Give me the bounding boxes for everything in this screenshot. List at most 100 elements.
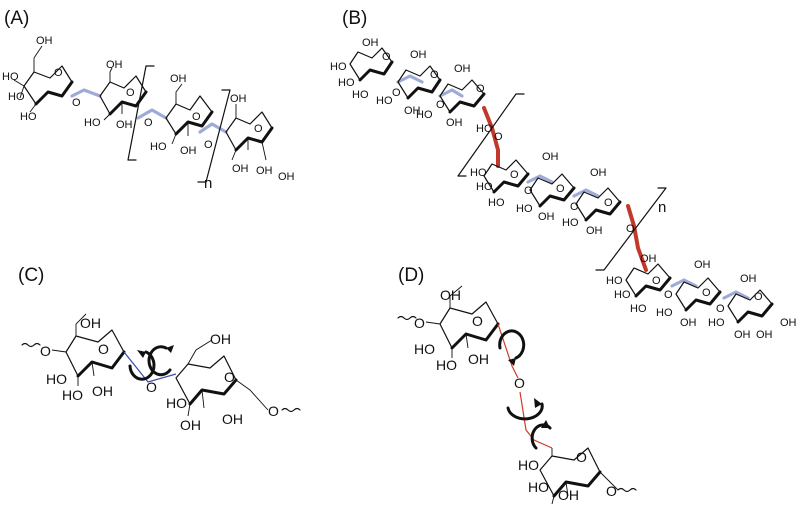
atom-label: O: [144, 117, 153, 129]
atom-label: O: [40, 343, 51, 359]
atom-label: O: [556, 183, 565, 195]
atom-label: HO: [376, 95, 393, 107]
wavy-bond-icon: [281, 407, 301, 413]
sugar-ring: [675, 277, 721, 311]
linkage-highlight-red: [626, 204, 648, 272]
bracket-icon: [197, 89, 231, 183]
repeat-subscript: n: [204, 175, 212, 192]
bracket-icon: [595, 187, 667, 271]
atom-label: O: [702, 287, 711, 299]
atom-label: HO: [166, 395, 187, 411]
atom-label: OH: [410, 49, 427, 61]
atom-label: HO: [488, 197, 505, 209]
atom-label: OH: [734, 329, 751, 341]
atom-label: O: [192, 111, 201, 123]
linkage-highlight: [572, 188, 600, 198]
atom-label: HO: [62, 387, 83, 403]
atom-label: HO: [20, 111, 37, 123]
atom-label: OH: [640, 253, 657, 265]
atom-label: OH: [404, 105, 421, 117]
atom-label: HO: [352, 89, 369, 101]
atom-label: OH: [170, 73, 187, 85]
panel-label-b: (B): [342, 8, 367, 29]
atom-label: HO: [708, 317, 725, 329]
wavy-bond-icon: [617, 487, 637, 493]
linkage-highlight: [722, 290, 750, 300]
atom-label: OH: [180, 145, 197, 157]
atom-label: HO: [8, 91, 25, 103]
atom-label: O: [524, 185, 533, 197]
atom-label: O: [754, 291, 763, 303]
atom-label: OH: [558, 487, 579, 503]
linkage-highlight: [198, 122, 228, 134]
atom-label: O: [664, 289, 673, 301]
atom-label: HO: [562, 217, 579, 229]
linkage-highlight-red: [482, 106, 500, 168]
atom-label: HO: [338, 77, 355, 89]
wavy-bond-icon: [21, 342, 41, 348]
atom-label: HO: [2, 71, 19, 83]
atom-label: HO: [656, 307, 673, 319]
atom-label: OH: [440, 287, 461, 303]
atom-label: O: [254, 123, 263, 135]
rotation-arrow-icon: [506, 402, 544, 421]
atom-label: OH: [180, 417, 201, 433]
panel-d-structure: OH O O HO HO OH O O HO HO OH O: [397, 285, 637, 505]
sugar-ring: [439, 301, 499, 349]
atom-label: O: [54, 67, 63, 79]
atom-label: O: [510, 169, 519, 181]
atom-label: HO: [84, 117, 101, 129]
atom-label: OH: [36, 35, 53, 47]
atom-label: O: [204, 139, 213, 151]
glycosidic-bond: [123, 351, 177, 383]
atom-label: OH: [538, 211, 555, 223]
atom-label: O: [98, 341, 109, 357]
atom-label: HO: [150, 141, 167, 153]
atom-label: O: [268, 403, 279, 419]
sugar-ring: [23, 65, 73, 105]
atom-label: HO: [46, 371, 67, 387]
bracket-icon: [457, 93, 525, 177]
panel-c-structure: OH O HO O HO OH O OH O HO OH OH O: [21, 313, 301, 433]
atom-label: O: [414, 315, 425, 331]
linkage-highlight: [70, 88, 102, 98]
atom-label: HO: [414, 341, 435, 357]
atom-label: OH: [256, 165, 273, 177]
atom-label: OH: [80, 315, 101, 331]
atom-label: O: [430, 69, 439, 81]
atom-label: OH: [780, 317, 797, 329]
atom-label: O: [604, 197, 613, 209]
atom-label: HO: [470, 167, 487, 179]
atom-label: OH: [210, 331, 231, 347]
atom-label: OH: [222, 411, 243, 427]
atom-label: OH: [362, 37, 379, 49]
atom-label: HO: [476, 181, 493, 193]
sugar-ring: [727, 289, 773, 323]
atom-label: O: [626, 223, 635, 235]
atom-label: O: [716, 303, 725, 315]
atom-label: O: [472, 313, 483, 329]
atom-label: O: [146, 379, 157, 395]
atom-label: O: [652, 275, 661, 287]
linkage-highlight: [396, 74, 424, 84]
atom-label: OH: [92, 383, 113, 399]
atom-label: OH: [586, 225, 603, 237]
atom-label: O: [436, 99, 445, 111]
repeat-subscript: n: [658, 199, 666, 216]
atom-label: OH: [756, 329, 773, 341]
atom-label: OH: [680, 317, 697, 329]
panel-label-a: (A): [4, 8, 29, 29]
atom-label: OH: [454, 63, 471, 75]
panel-a-structure: OH HO HO HO O OH O O HO OH OH O O HO OH …: [2, 35, 295, 192]
atom-label: HO: [528, 479, 549, 495]
atom-label: OH: [542, 151, 559, 163]
atom-label: O: [382, 51, 391, 63]
panel-label-d: (D): [398, 265, 424, 286]
sugar-ring: [65, 329, 125, 377]
bracket-icon: [127, 65, 155, 161]
sugar-ring: [99, 75, 147, 115]
atom-label: OH: [278, 171, 295, 183]
atom-label: O: [514, 375, 525, 391]
